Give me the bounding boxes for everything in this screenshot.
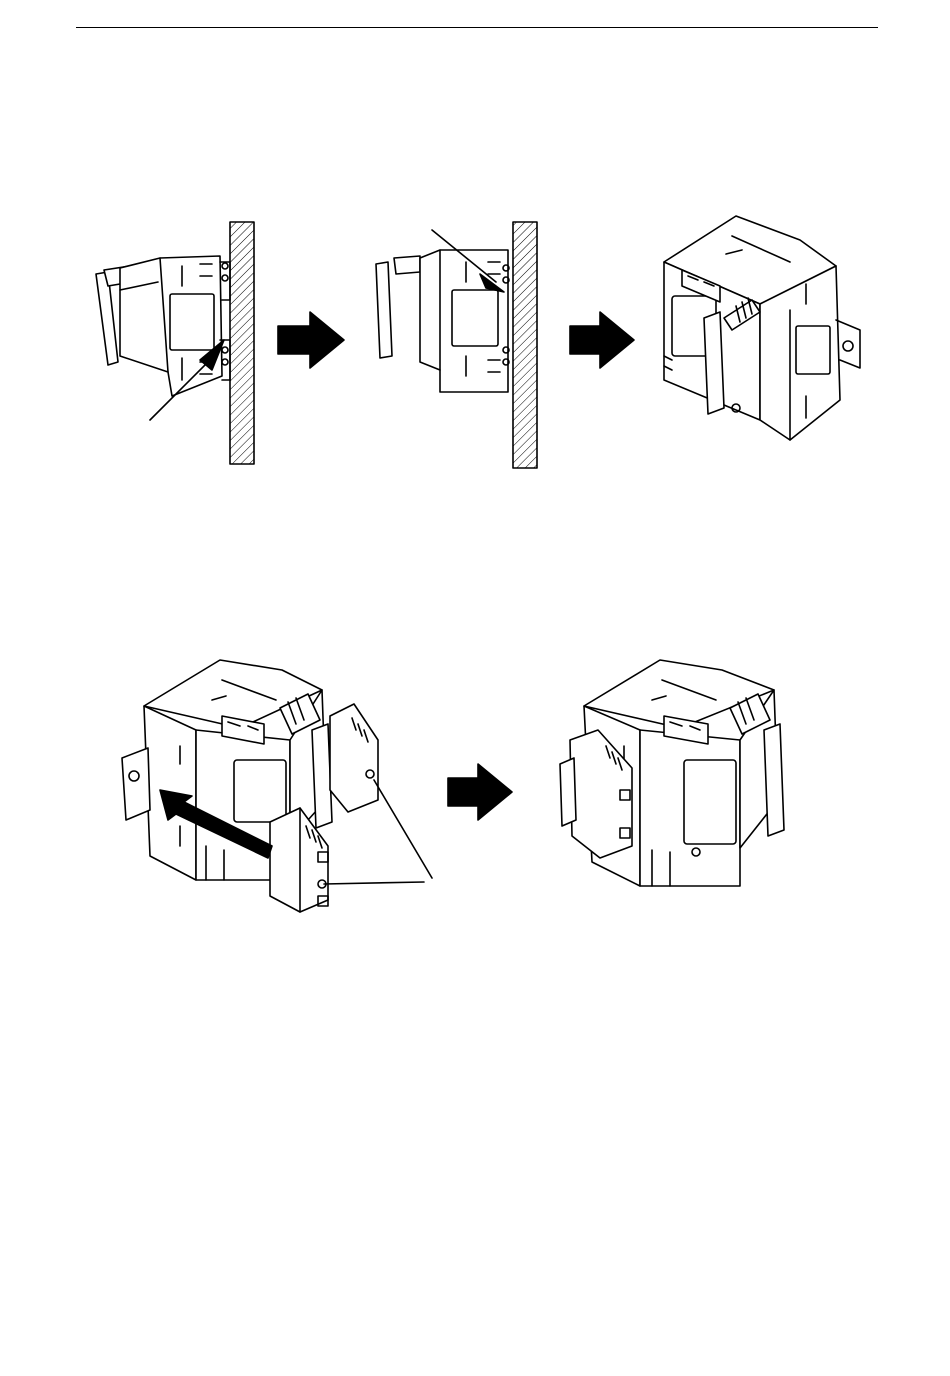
callout-leader-line: [374, 780, 432, 878]
large-right-arrow-icon: [570, 312, 634, 368]
antenna-icon: [376, 256, 420, 358]
callout-leader-line: [324, 882, 424, 884]
large-right-arrow-icon: [278, 312, 344, 368]
side-view-module-tilted-against-rail: [96, 222, 254, 464]
module-mounted-on-din-rail-3d: [664, 216, 860, 440]
large-right-arrow-icon: [448, 764, 512, 820]
attaching-terminal-block-connector: [122, 660, 432, 912]
side-view-module-seated-on-rail: [376, 222, 537, 468]
connector-attached-assembled-view: [560, 660, 784, 886]
